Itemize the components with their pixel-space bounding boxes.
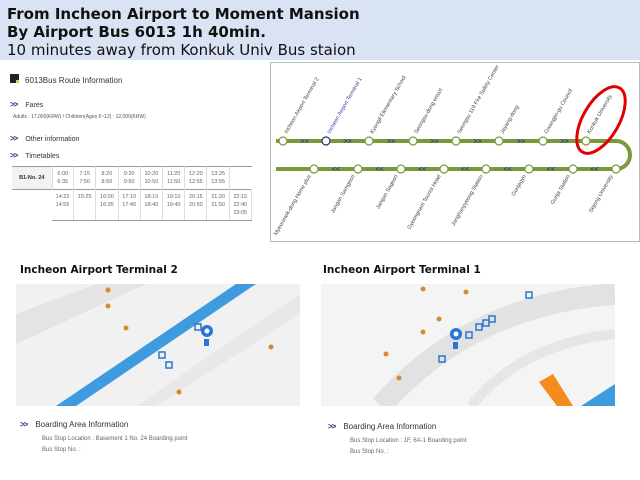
fares-label: Fares [25,102,44,109]
station-marker [494,136,504,146]
time-cell: 14:22 14:55 [52,189,75,221]
header-subtitle: By Airport Bus 6013 1h 40min. [7,23,267,41]
terminal2-map[interactable] [16,284,300,406]
direction-arrow-icon: << [375,167,383,174]
time-cell: 8:20 8:50 [95,166,119,190]
station-label: Seongsu-dong emart [414,87,445,135]
station-label: Gunjagyo [511,174,528,197]
route-info-title: 6013Bus Route Information [25,76,123,85]
route-diagram: >> >> >> >> >> >> >> << << << << << << << Incheon Airp… [273,64,632,237]
route-info: 6013Bus Route Information >> Fares Adults… [10,70,260,160]
time-cell: 20:15 20:50 [184,189,208,221]
direction-arrow-icon: << [461,167,469,174]
station-marker [396,164,406,174]
terminal1-title: Incheon Airport Terminal 1 [323,264,481,276]
chevron-icon: >> [20,420,28,429]
direction-arrow-icon: >> [387,139,395,146]
station-marker [321,136,331,146]
direction-arrow-icon: << [590,167,598,174]
bus-stop-location: Bus Stop Location : 1F, 6A-1 Boarding po… [350,438,467,444]
boarding-title: Boarding Area Information [343,422,437,431]
time-cell: 7:15 7:50 [73,166,97,190]
bus-stop-number: Bus Stop No. : [42,447,81,453]
station-marker [481,164,491,174]
time-cell: 15:25 [73,189,97,221]
chevron-icon: >> [10,100,18,109]
direction-arrow-icon: >> [560,139,568,146]
chevron-icon: >> [10,134,18,143]
station-label: Gunja Station [550,174,572,206]
direction-arrow-icon: << [547,167,555,174]
station-marker [309,164,319,174]
station-marker [364,136,374,146]
time-cell: 17:10 17:40 [118,189,141,221]
direction-arrow-icon: >> [473,139,481,146]
time-cell: 16:00 16:35 [95,189,119,221]
chevron-icon: >> [328,422,336,431]
station-marker [568,164,578,174]
station-label: Jangan Samgeori [330,174,357,214]
logo-icon [10,74,19,84]
stop-cell: B1-No. 24 [12,166,53,190]
direction-arrow-icon: >> [300,139,308,146]
station-marker [353,164,363,174]
station-marker [581,136,591,146]
station-label: Myeonmok-dong Home plus [273,174,313,237]
station-marker [278,136,288,146]
header-note: 10 minutes away from Konkuk Univ Bus sta… [7,41,356,59]
station-label: Sejong University [588,174,615,214]
time-cell: 10:20 10:50 [140,166,164,190]
header-banner: From Incheon Airport to Moment Mansion B… [0,0,640,60]
time-cell: 18:10 18:40 [140,189,164,221]
time-cell: 12:20 12:55 [184,166,208,190]
time-cell: 19:10 19:40 [162,189,186,221]
time-cell: 6:00 6:35 [52,166,75,190]
time-cell: 13:25 13:55 [206,166,230,190]
station-label: Jangan Sageori [375,174,399,210]
time-cell: 9:20 9:50 [118,166,141,190]
station-label: Janghanpyeong Station [451,174,485,227]
time-cell: 22:15 22:40 23:05 [229,189,253,221]
station-marker [451,136,461,146]
blank-cell [12,190,52,221]
station-label: Incheon Airport Terminal 1 [327,77,364,135]
time-cell: 21:20 21:50 [206,189,230,221]
station-label: Kyongil Elementary School [370,75,408,135]
station-label: Konkuk University [587,94,614,135]
time-cell: 11:20 11:50 [162,166,186,190]
fares-text: Adults : 17,000(KRW) / Children(Ages 6~1… [13,114,146,120]
boarding-title: Boarding Area Information [35,420,129,429]
station-marker [524,164,534,174]
terminal1-boarding-info: >> Boarding Area Information Bus Stop Loc… [328,422,466,455]
other-info-label[interactable]: Other information [25,136,80,143]
timetables-label: Timetables [25,153,60,160]
direction-arrow-icon: >> [430,139,438,146]
highlight-circle [575,85,627,155]
bus-stop-number: Bus Stop No. : [350,449,389,455]
direction-arrow-icon: >> [517,139,525,146]
bus-stop-location: Bus Stop Location : Basement 1 No. 24 Bo… [42,436,188,442]
station-label: Jayang-dong [500,104,521,135]
direction-arrow-icon: << [332,167,340,174]
station-marker [408,136,418,146]
direction-arrow-icon: >> [343,139,351,146]
header-title: From Incheon Airport to Moment Mansion [7,5,360,23]
station-marker [611,164,621,174]
direction-arrow-icon: << [503,167,511,174]
terminal1-map[interactable] [321,284,615,406]
station-label: Gyeongnam Tourist Hotel [407,174,443,231]
terminal2-title: Incheon Airport Terminal 2 [20,264,178,276]
station-label: Gwangjin-gu Council [544,88,575,135]
terminal2-boarding-info: >> Boarding Area Information Bus Stop Loc… [20,420,187,453]
direction-arrow-icon: << [418,167,426,174]
station-label: Incheon Airport Terminal 2 [284,77,321,135]
station-marker [538,136,548,146]
chevron-icon: >> [10,151,18,160]
route-map: >> >> >> >> >> >> >> << << << << << << << Incheon Airp… [270,62,640,242]
station-label: Seongsu 119 Fire Safety Center [457,64,501,135]
station-marker [439,164,449,174]
